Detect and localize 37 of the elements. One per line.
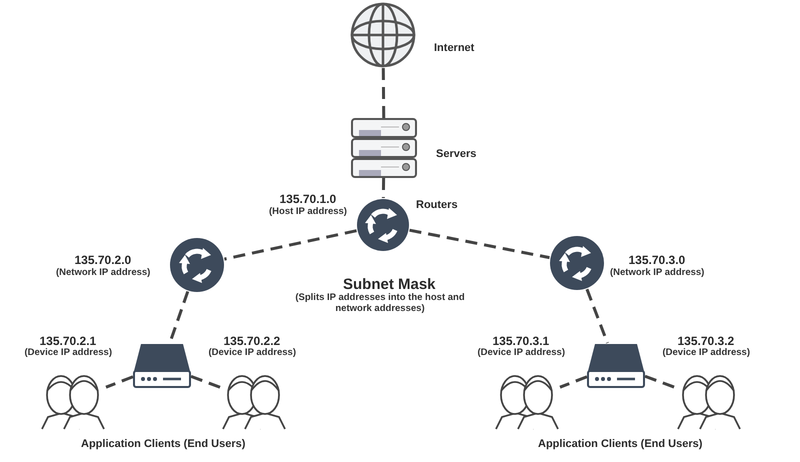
ip-address: 135.70.2.0 (74, 253, 132, 267)
switch-icon (587, 343, 645, 388)
dashed-line (559, 375, 588, 389)
device-label: Routers (416, 199, 458, 211)
globe-icon (350, 2, 416, 68)
description-text: (Splits IP addresses into the host and network addresses) (294, 292, 466, 314)
address-type: (Device IP address) (208, 347, 296, 358)
dashed-line (644, 374, 677, 390)
address-type: (Device IP address) (662, 347, 750, 358)
ip-address: 135.70.3.2 (678, 334, 734, 348)
address-type: (Device IP address) (478, 347, 565, 358)
dashed-line (382, 68, 386, 118)
address-type: (Host IP address) (269, 206, 347, 217)
router-icon (169, 237, 225, 293)
dashed-line (586, 288, 609, 344)
address-type: (Network IP address) (56, 267, 150, 278)
dashed-line (105, 375, 134, 389)
ip-address: 135.70.1.0 (280, 192, 336, 206)
ip-address: 135.70.3.0 (628, 253, 686, 267)
server-icon (351, 118, 417, 178)
ip-address: 135.70.2.2 (224, 334, 280, 348)
dashed-line (409, 228, 550, 260)
switch-icon (133, 343, 191, 388)
dashed-line (382, 178, 386, 198)
device-label: Internet (434, 42, 474, 54)
heading: Subnet Mask (343, 276, 436, 293)
ip-address: 135.70.2.1 (40, 334, 96, 348)
router-icon (549, 235, 605, 291)
ip-address: 135.70.3.1 (492, 334, 550, 348)
router-icon (356, 198, 410, 252)
group-caption: Application Clients (End Users) (81, 438, 246, 450)
dashed-line (190, 374, 222, 390)
address-type: (Network IP address) (610, 267, 704, 278)
device-label: Servers (436, 148, 476, 160)
dashed-line (224, 229, 357, 261)
group-caption: Application Clients (End Users) (538, 438, 702, 450)
address-type: (Device IP address) (24, 347, 112, 358)
